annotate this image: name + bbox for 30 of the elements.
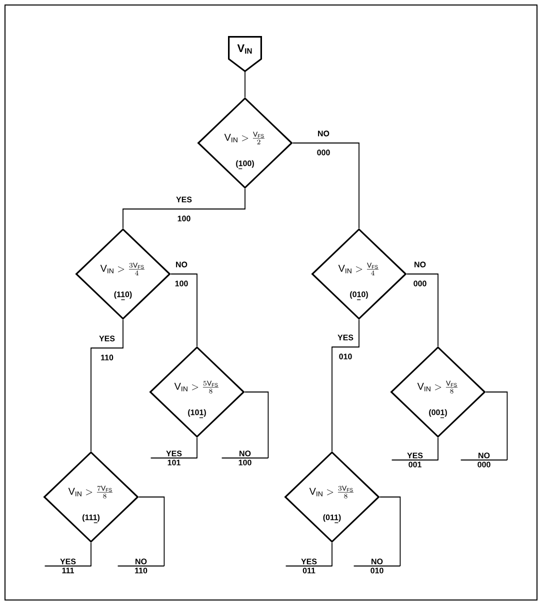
connector-line xyxy=(485,392,508,460)
connector-line xyxy=(332,319,360,452)
edge-label: NO 000 xyxy=(317,130,330,156)
connector-line xyxy=(438,437,439,460)
connector-line xyxy=(292,142,360,229)
connector-line xyxy=(170,274,198,347)
edge-label: YES 110 xyxy=(99,336,115,360)
output-code: YES 001 xyxy=(391,452,439,468)
edge-label: NO 100 xyxy=(175,262,188,286)
connector-line xyxy=(122,188,246,229)
connector-line xyxy=(244,392,269,458)
output-code: NO 000 xyxy=(460,452,508,468)
connector-line xyxy=(406,274,438,347)
connector-line xyxy=(196,437,198,458)
input-terminal: V$_{IN}$ xyxy=(228,36,262,72)
connector-line xyxy=(90,319,124,452)
output-code: YES 111 xyxy=(44,558,92,574)
output-code: YES 101 xyxy=(150,450,198,466)
edge-label: NO 000 xyxy=(414,262,426,286)
connector-line xyxy=(379,496,401,566)
connector-line xyxy=(90,542,92,566)
output-code: YES 011 xyxy=(285,558,333,574)
output-code: NO 110 xyxy=(117,558,165,574)
edge-label: YES 100 xyxy=(176,196,192,222)
connector-line xyxy=(138,496,165,566)
output-code: NO 010 xyxy=(353,558,401,574)
edge-label: YES 010 xyxy=(338,334,354,360)
output-code: NO 100 xyxy=(221,450,269,466)
connector-line xyxy=(332,542,333,566)
connector-line xyxy=(244,70,246,98)
